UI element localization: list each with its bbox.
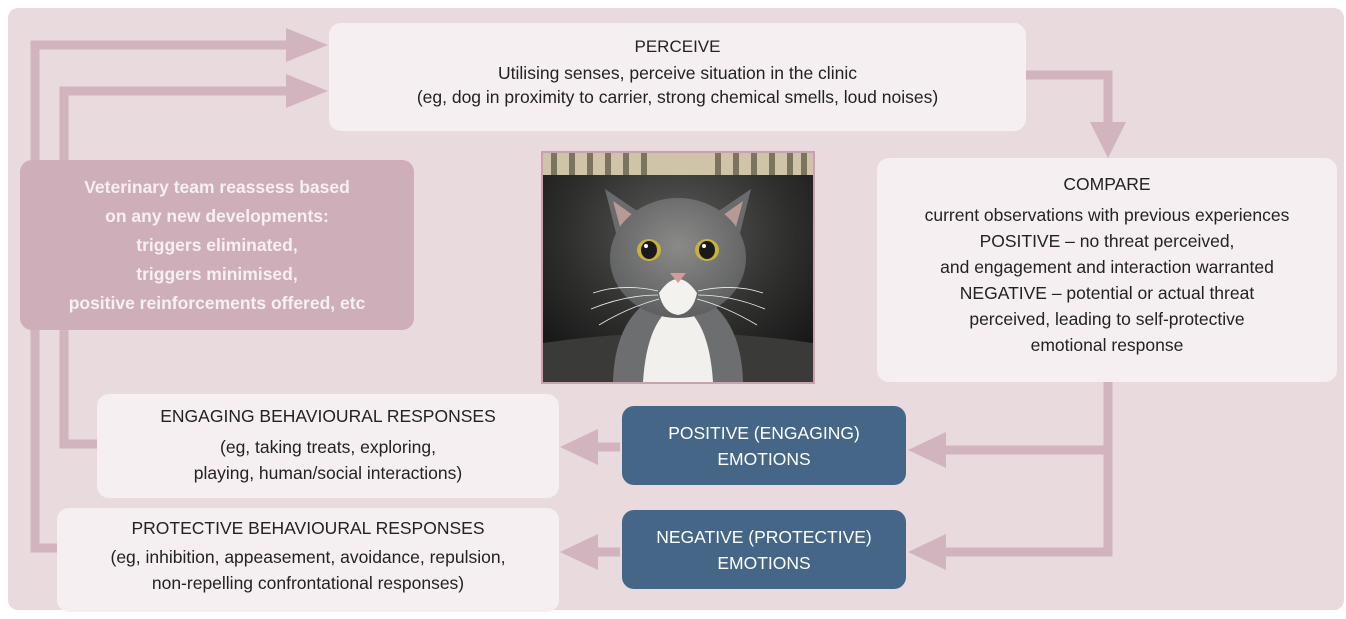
engaging-box: ENGAGING BEHAVIOURAL RESPONSES (eg, taki…	[97, 394, 559, 498]
reassess-line-1: Veterinary team reassess based	[84, 176, 350, 197]
positive-emotions-line-2: EMOTIONS	[717, 448, 811, 469]
protective-line-1: (eg, inhibition, appeasement, avoidance,…	[110, 547, 506, 567]
cat-in-carrier-photo	[541, 151, 815, 384]
arrowhead-compare	[1090, 122, 1126, 158]
protective-box: PROTECTIVE BEHAVIOURAL RESPONSES (eg, in…	[57, 508, 559, 612]
arrowhead-positive-emotions	[908, 432, 946, 468]
compare-line-6: emotional response	[1030, 335, 1184, 355]
arrowhead-engaging	[560, 429, 598, 465]
arrowhead-perceive-top	[286, 28, 328, 62]
reassess-line-2: on any new developments:	[105, 205, 329, 226]
compare-box: COMPARE current observations with previo…	[877, 158, 1337, 382]
arrowhead-protective	[560, 534, 598, 570]
compare-line-3: and engagement and interaction warranted	[940, 257, 1274, 277]
engaging-line-1: (eg, taking treats, exploring,	[220, 437, 436, 457]
engaging-line-2: playing, human/social interactions)	[193, 463, 463, 483]
arrow-perceive-to-compare	[1026, 70, 1113, 128]
reassess-box: Veterinary team reassess based on any ne…	[20, 160, 414, 330]
compare-line-2: POSITIVE – no threat perceived,	[979, 231, 1235, 251]
arrowhead-perceive-second	[286, 74, 328, 108]
negative-emotions-box: NEGATIVE (PROTECTIVE) EMOTIONS	[622, 510, 906, 589]
perceive-line-1: Utilising senses, perceive situation in …	[498, 63, 857, 83]
arrow-compare-to-negative	[940, 450, 1113, 557]
perceive-title: PERCEIVE	[634, 37, 721, 56]
compare-line-5: perceived, leading to self-protective	[969, 309, 1245, 329]
positive-emotions-box: POSITIVE (ENGAGING) EMOTIONS	[622, 406, 906, 485]
compare-line-1: current observations with previous exper…	[924, 205, 1290, 225]
arrow-compare-to-positive	[940, 382, 1113, 455]
cat-illustration	[543, 153, 813, 382]
arrowhead-negative-emotions	[908, 534, 946, 570]
negative-emotions-line-2: EMOTIONS	[717, 552, 811, 573]
negative-emotions-line-1: NEGATIVE (PROTECTIVE)	[656, 526, 872, 547]
positive-emotions-line-1: POSITIVE (ENGAGING)	[668, 422, 860, 443]
compare-title: COMPARE	[1063, 174, 1151, 194]
protective-title: PROTECTIVE BEHAVIOURAL RESPONSES	[131, 518, 485, 538]
reassess-line-3: triggers eliminated,	[136, 234, 298, 255]
compare-line-4: NEGATIVE – potential or actual threat	[959, 283, 1255, 303]
perceive-line-2: (eg, dog in proximity to carrier, strong…	[416, 87, 939, 107]
reassess-line-4: triggers minimised,	[136, 263, 298, 284]
perceive-box: PERCEIVE Utilising senses, perceive situ…	[329, 23, 1026, 131]
engaging-title: ENGAGING BEHAVIOURAL RESPONSES	[160, 406, 496, 426]
reassess-line-5: positive reinforcements offered, etc	[68, 292, 366, 313]
protective-line-2: non-repelling confrontational responses)	[151, 573, 465, 593]
